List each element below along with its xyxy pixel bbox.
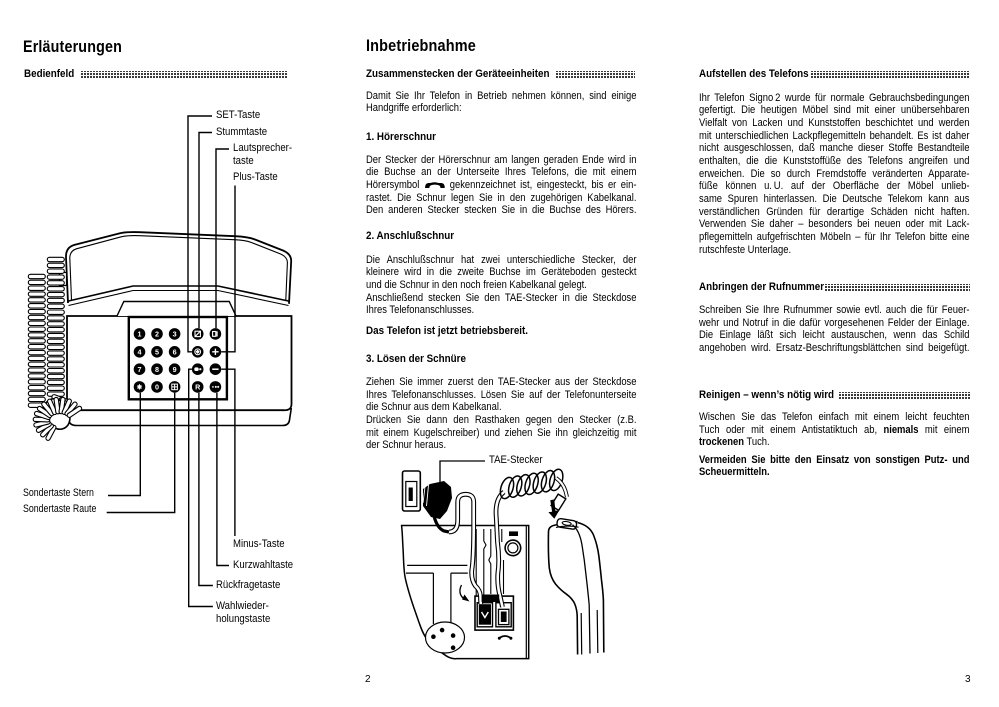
svg-text:3: 3: [173, 330, 177, 339]
svg-text:4: 4: [138, 347, 142, 356]
svg-text:6: 6: [173, 347, 177, 356]
svg-text:R: R: [195, 383, 201, 392]
svg-text:8: 8: [155, 365, 159, 374]
svg-text:7: 7: [138, 365, 142, 374]
svg-text:9: 9: [173, 365, 177, 374]
svg-text:1: 1: [138, 330, 142, 339]
svg-text:0: 0: [155, 383, 159, 392]
svg-text:2: 2: [155, 330, 159, 339]
svg-text:5: 5: [155, 347, 159, 356]
